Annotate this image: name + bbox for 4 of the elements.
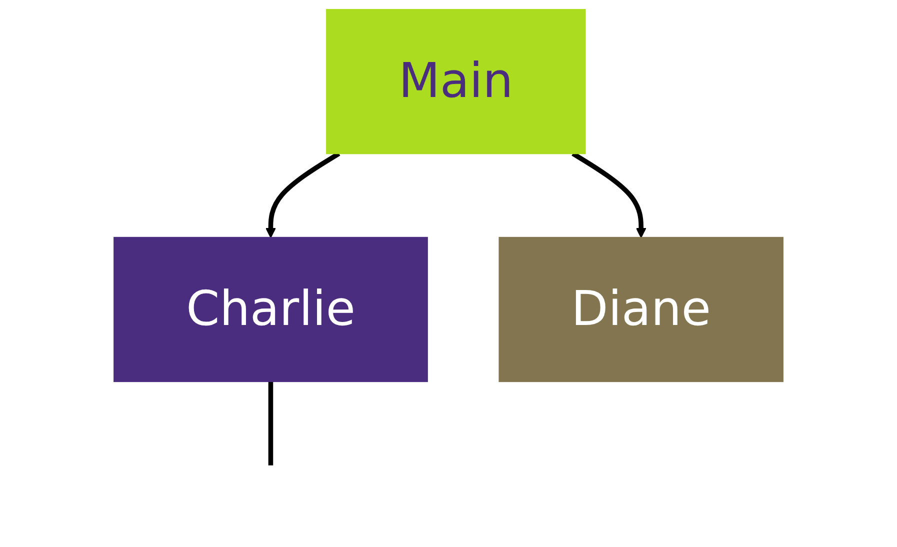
node-box: Charlie xyxy=(114,236,428,382)
node-box: Diane xyxy=(498,236,784,382)
node-box: Main xyxy=(326,9,586,154)
connector xyxy=(268,381,274,466)
